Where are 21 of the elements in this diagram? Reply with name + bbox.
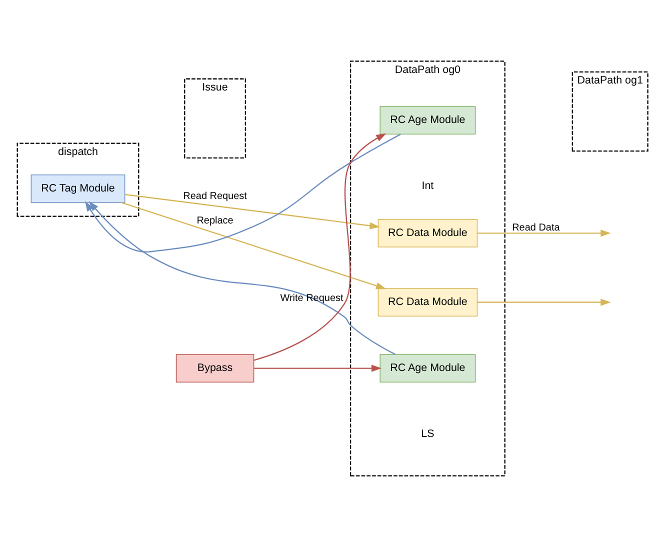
node-box: RC Data Module (378, 288, 478, 316)
node-box: RC Age Module (380, 354, 476, 382)
label: LS (421, 428, 434, 440)
arrow (121, 202, 386, 289)
node-box: RC Data Module (378, 218, 478, 247)
node-box: DataPath og1 (572, 70, 648, 152)
arrow (124, 193, 380, 229)
label: Int (422, 180, 434, 192)
arrow (254, 364, 382, 372)
edge-label: Replace (196, 215, 234, 226)
arrow (85, 133, 401, 252)
arrow (477, 229, 611, 236)
edge-label: Read Request (183, 190, 247, 202)
arrow (88, 200, 396, 354)
arrow (477, 298, 611, 306)
node-box: Bypass (176, 354, 254, 382)
edge-label: Read Data (512, 222, 560, 233)
node-box: RC Age Module (380, 106, 476, 134)
node-box: Issue (184, 78, 246, 158)
node-box: RC Tag Module (30, 174, 126, 202)
arrow (254, 132, 386, 360)
